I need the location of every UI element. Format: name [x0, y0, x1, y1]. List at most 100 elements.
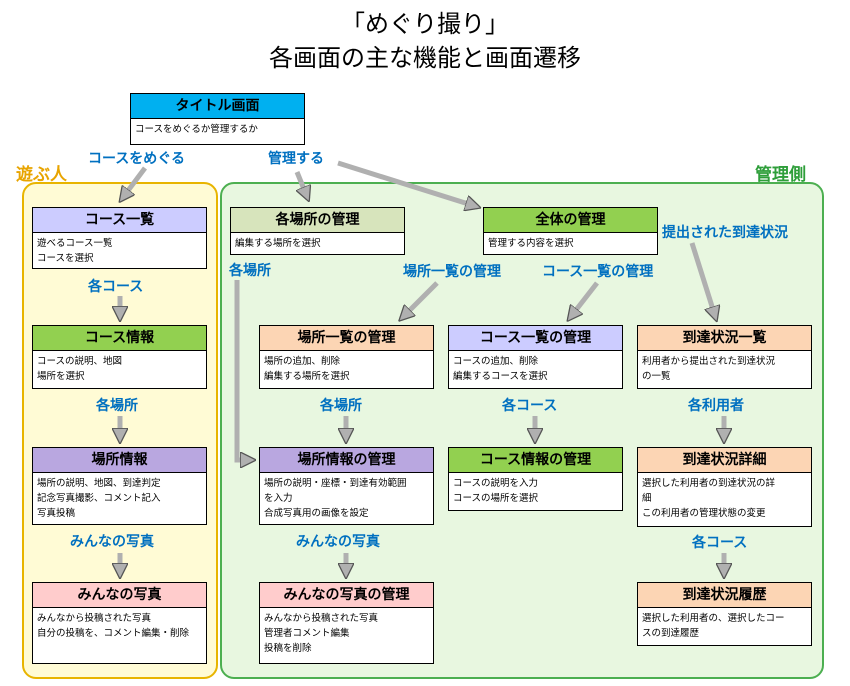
label-place-list-manage: 場所一覧の管理 [403, 264, 501, 280]
label-each-place-side: 各場所 [229, 263, 271, 279]
arrow-overall-to-place-list-manage [401, 281, 439, 319]
desc-line: 投稿を削除 [264, 643, 312, 654]
desc-line: 自分の投稿を、コメント編集・削除 [37, 628, 190, 639]
label-each-place-2: 各場所 [320, 398, 362, 414]
desc-line: みんなから投稿された写真 [264, 613, 379, 624]
box-place-list-manage: 場所一覧の管理 場所の追加、削除 編集する場所を選択 [259, 325, 434, 389]
label-submitted-arrival: 提出された到達状況 [662, 225, 788, 241]
box-title-screen-header: タイトル画面 [131, 94, 304, 119]
box-arrival-history-desc: 選択した利用者の、選択したコー スの到達履歴 [638, 608, 811, 644]
label-each-course-2: 各コース [502, 398, 558, 414]
desc-line: 編集する場所を選択 [264, 371, 350, 382]
box-course-list-manage-header: コース一覧の管理 [449, 326, 622, 351]
arrow-place-manage-to-place-info-manage [234, 280, 253, 460]
label-tour-courses: コースをめぐる [88, 151, 186, 167]
box-photos-manage-header: みんなの写真の管理 [260, 583, 433, 608]
desc-line: コースの説明を入力 [453, 478, 539, 489]
label-course-list-manage: コース一覧の管理 [542, 264, 654, 280]
desc-line: 場所の説明、地図、到達判定 [37, 478, 161, 489]
box-place-info-manage-header: 場所情報の管理 [260, 448, 433, 473]
box-course-info-desc: コースの説明、地図 場所を選択 [33, 351, 206, 387]
box-place-manage-header: 各場所の管理 [231, 208, 404, 233]
desc-line: 編集するコースを選択 [453, 371, 548, 382]
desc-line: スの到達履歴 [642, 628, 700, 639]
box-arrival-list-desc: 利用者から提出された到達状況 の一覧 [638, 351, 811, 387]
desc-line: この利用者の管理状態の変更 [642, 508, 766, 519]
box-course-list-manage-desc: コースの追加、削除 編集するコースを選択 [449, 351, 622, 387]
label-everyone-photos-2: みんなの写真 [296, 534, 380, 550]
box-place-info-desc: 場所の説明、地図、到達判定 記念写真撮影、コメント記入 写真投稿 [33, 473, 206, 524]
box-course-info-header: コース情報 [33, 326, 206, 351]
box-arrival-detail-header: 到達状況詳細 [638, 448, 811, 473]
arrow-manage-to-overall-manage [337, 160, 478, 207]
label-each-user: 各利用者 [688, 398, 744, 414]
diagram-title-line1: 「めぐり撮り」 [341, 10, 509, 38]
box-photos-manage: みんなの写真の管理 みんなから投稿された写真 管理者コメント編集 投稿を削除 [259, 582, 434, 664]
label-each-course-3: 各コース [692, 535, 748, 551]
desc-line: 細 [642, 493, 652, 504]
region-admin-label: 管理側 [755, 165, 806, 185]
label-each-course-1: 各コース [88, 279, 144, 295]
desc-line: 選択した利用者の到達状況の詳 [642, 478, 776, 489]
desc-line: の一覧 [642, 371, 671, 382]
box-course-info: コース情報 コースの説明、地図 場所を選択 [32, 325, 207, 389]
desc-line: 写真投稿 [37, 508, 76, 519]
desc-line: 記念写真撮影、コメント記入 [37, 493, 161, 504]
box-arrival-detail: 到達状況詳細 選択した利用者の到達状況の詳 細 この利用者の管理状態の変更 [637, 447, 812, 527]
box-title-screen: タイトル画面 コースをめぐるか管理するか [130, 93, 305, 145]
box-overall-manage-header: 全体の管理 [484, 208, 657, 233]
box-course-list-manage: コース一覧の管理 コースの追加、削除 編集するコースを選択 [448, 325, 623, 389]
desc-line: を入力 [264, 493, 293, 504]
box-course-list: コース一覧 遊べるコース一覧 コースを選択 [32, 207, 207, 269]
arrow-title-to-course-list [121, 166, 147, 200]
box-photos-manage-desc: みんなから投稿された写真 管理者コメント編集 投稿を削除 [260, 608, 433, 659]
label-everyone-photos-1: みんなの写真 [70, 534, 154, 550]
box-course-info-manage-header: コース情報の管理 [449, 448, 622, 473]
box-place-info-header: 場所情報 [33, 448, 206, 473]
box-overall-manage: 全体の管理 管理する内容を選択 [483, 207, 658, 255]
desc-line: コースを選択 [37, 253, 94, 264]
desc-line: 選択した利用者の、選択したコー [642, 613, 785, 624]
desc-line: 遊べるコース一覧 [37, 238, 113, 249]
desc-line: 場所の追加、削除 [264, 356, 341, 367]
desc-line: 編集する場所を選択 [235, 238, 321, 249]
arrow-overall-to-course-list-manage [569, 281, 599, 319]
desc-line: 利用者から提出された到達状況 [642, 356, 776, 367]
box-place-list-manage-desc: 場所の追加、削除 編集する場所を選択 [260, 351, 433, 387]
box-course-info-manage: コース情報の管理 コースの説明を入力 コースの場所を選択 [448, 447, 623, 511]
box-arrival-list: 到達状況一覧 利用者から提出された到達状況 の一覧 [637, 325, 812, 389]
diagram-title-line2: 各画面の主な機能と画面遷移 [269, 44, 581, 72]
box-arrival-detail-desc: 選択した利用者の到達状況の詳 細 この利用者の管理状態の変更 [638, 473, 811, 524]
label-manage: 管理する [268, 151, 324, 167]
box-course-list-desc: 遊べるコース一覧 コースを選択 [33, 233, 206, 269]
box-everyone-photos-desc: みんなから投稿された写真 自分の投稿を、コメント編集・削除 [33, 608, 206, 644]
desc-line: 合成写真用の画像を設定 [264, 508, 369, 519]
box-place-info-manage-desc: 場所の説明・座標・到達有効範囲 を入力 合成写真用の画像を設定 [260, 473, 433, 524]
arrow-manage-to-place-manage [294, 171, 308, 199]
desc-line: 管理する内容を選択 [488, 238, 574, 249]
desc-line: 管理者コメント編集 [264, 628, 350, 639]
desc-line: みんなから投稿された写真 [37, 613, 152, 624]
box-arrival-list-header: 到達状況一覧 [638, 326, 811, 351]
box-place-manage-desc: 編集する場所を選択 [231, 233, 404, 254]
desc-line: コースの説明、地図 [37, 356, 123, 367]
box-place-manage: 各場所の管理 編集する場所を選択 [230, 207, 405, 255]
box-title-screen-desc: コースをめぐるか管理するか [131, 119, 304, 140]
desc-line: 場所を選択 [37, 371, 85, 382]
desc-line: 場所の説明・座標・到達有効範囲 [264, 478, 407, 489]
box-course-info-manage-desc: コースの説明を入力 コースの場所を選択 [449, 473, 622, 509]
desc-line: コースの追加、削除 [453, 356, 539, 367]
box-everyone-photos: みんなの写真 みんなから投稿された写真 自分の投稿を、コメント編集・削除 [32, 582, 207, 664]
box-place-info: 場所情報 場所の説明、地図、到達判定 記念写真撮影、コメント記入 写真投稿 [32, 447, 207, 525]
box-place-info-manage: 場所情報の管理 場所の説明・座標・到達有効範囲 を入力 合成写真用の画像を設定 [259, 447, 434, 525]
box-arrival-history-header: 到達状況履歴 [638, 583, 811, 608]
arrow-overall-to-arrival-list [689, 242, 716, 319]
box-course-list-header: コース一覧 [33, 208, 206, 233]
desc-line: コースをめぐるか管理するか [135, 124, 258, 135]
box-overall-manage-desc: 管理する内容を選択 [484, 233, 657, 254]
box-arrival-history: 到達状況履歴 選択した利用者の、選択したコー スの到達履歴 [637, 582, 812, 646]
label-each-place-1: 各場所 [96, 398, 138, 414]
box-everyone-photos-header: みんなの写真 [33, 583, 206, 608]
desc-line: コースの場所を選択 [453, 493, 539, 504]
